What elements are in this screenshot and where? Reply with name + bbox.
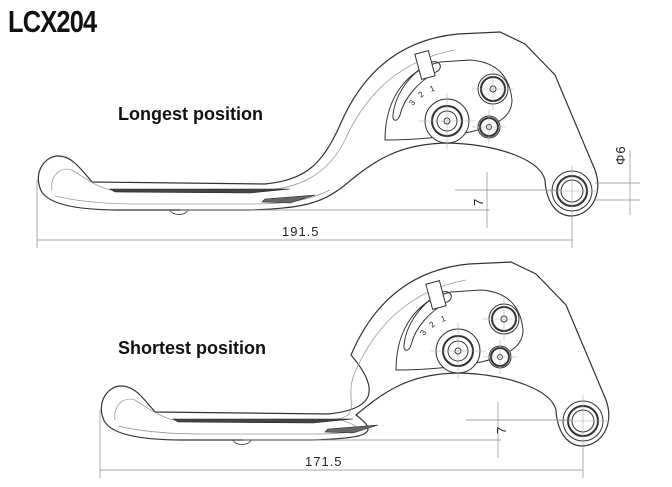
length-dimension-shortest: 171.5 [305,454,343,469]
blade-inner-line [54,189,331,205]
length-dimension-longest: 191.5 [282,224,320,239]
lever-shortest-drawing [99,261,610,478]
lever-longest-drawing [36,31,640,248]
longest-position-label: Longest position [118,104,263,124]
adjuster-mark-1: 1 [440,314,448,324]
grip-stripe [171,418,354,424]
adjuster-slot [403,291,452,351]
blade-bump [232,439,252,445]
grip-stripe [108,188,291,194]
blade-inner-line [114,279,467,421]
blade-bump [169,209,189,215]
adjuster-slot [392,61,441,121]
adjuster-mark-2: 2 [417,89,427,99]
adjuster-mark-3: 3 [418,328,429,338]
offset-dimension-longest: 7 [471,198,486,206]
grip-stripe [261,194,316,204]
adjuster-mark-2: 2 [428,319,438,329]
adjuster-mark-1: 1 [429,84,437,94]
lever-outline [100,261,610,447]
blade-inner-line [51,49,456,191]
model-title: LCX204 [8,4,97,39]
selector-block [425,280,447,310]
shortest-position-label: Shortest position [118,338,266,358]
diameter-dimension: Φ6 [613,145,628,165]
grip-stripe [324,424,379,434]
selector-block [414,50,436,80]
lever-outline [37,31,599,217]
adjuster-mark-3: 3 [407,98,418,108]
offset-dimension-shortest: 7 [494,426,509,434]
